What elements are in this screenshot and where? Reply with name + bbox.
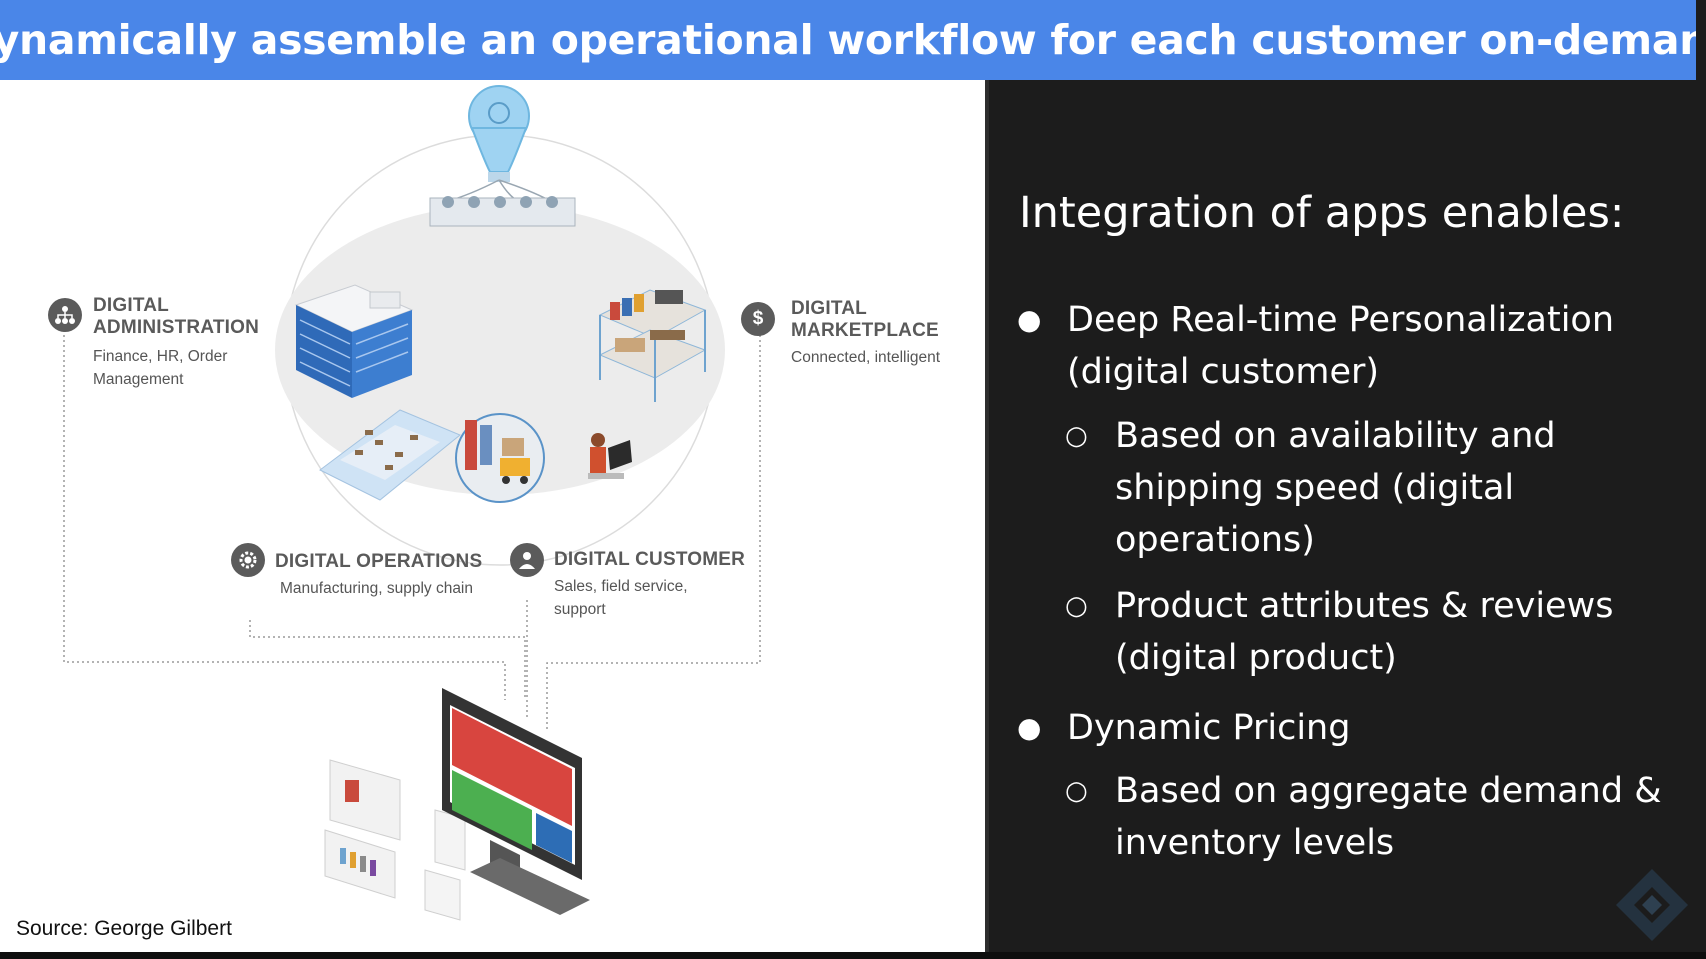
bullet-line: Based on aggregate demand &	[1115, 771, 1662, 811]
warehouse-shelves-icon	[598, 289, 707, 402]
person-icon	[510, 543, 544, 577]
bullet-line: Dynamic Pricing	[1067, 708, 1351, 748]
logistics-map-icon	[319, 409, 461, 501]
forklift-circle-icon	[455, 413, 545, 503]
bullet-marker: ●	[1017, 303, 1042, 336]
bullet-line: inventory levels	[1115, 823, 1395, 863]
slide-title: Dynamically assemble an operational work…	[0, 16, 1706, 64]
customer-sub-line1: Sales, field service,	[554, 578, 688, 595]
digital-operations-label: DIGITAL OPERATIONS Manufacturing, supply…	[275, 551, 482, 600]
digital-administration-label: DIGITAL ADMINISTRATION Finance, HR, Orde…	[93, 295, 259, 391]
operations-heading: DIGITAL OPERATIONS	[275, 551, 483, 572]
bullet-marker: ●	[1017, 711, 1042, 744]
bullet-personalization: ● Deep Real-time Personalization (digita…	[1017, 294, 1615, 398]
bullet-line: Product attributes & reviews	[1115, 586, 1614, 626]
diagram-panel: DIGITAL ADMINISTRATION Finance, HR, Orde…	[0, 80, 985, 952]
lightbulb-icon	[429, 85, 576, 227]
bullet-line: shipping speed (digital	[1115, 468, 1515, 508]
monitor-dashboard-icon	[324, 688, 590, 921]
gear-icon	[231, 543, 265, 577]
dollar-icon: $	[741, 302, 775, 336]
right-heading: Integration of apps enables:	[1019, 188, 1625, 238]
operations-sub-line1: Manufacturing, supply chain	[280, 580, 474, 597]
panel-divider	[985, 80, 989, 952]
title-bar: Dynamically assemble an operational work…	[0, 0, 1706, 80]
org-chart-icon	[48, 298, 82, 332]
bullet-line: operations)	[1115, 520, 1315, 560]
administration-sub-line1: Finance, HR, Order	[93, 348, 228, 365]
administration-heading-line1: DIGITAL	[93, 295, 169, 316]
administration-heading-line2: ADMINISTRATION	[93, 317, 260, 338]
bullet-product-attributes: ○ Product attributes & reviews (digital …	[1065, 580, 1614, 684]
right-panel: Integration of apps enables: ● Deep Real…	[989, 80, 1706, 952]
digital-marketplace-label: DIGITAL MARKETPLACE Connected, intellige…	[791, 298, 940, 369]
bottom-strip	[0, 952, 1706, 959]
workflow-diagram	[63, 85, 761, 921]
bullet-dynamic-pricing: ● Dynamic Pricing	[1017, 702, 1351, 754]
office-building-icon	[294, 284, 414, 398]
marketplace-heading-line2: MARKETPLACE	[791, 320, 939, 341]
corner-logo-icon	[1616, 869, 1688, 941]
bullet-line: Deep Real-time Personalization	[1067, 300, 1615, 340]
administration-sub-line2: Management	[93, 371, 184, 388]
bullet-aggregate-demand: ○ Based on aggregate demand & inventory …	[1065, 765, 1662, 869]
source-credit: Source: George Gilbert	[16, 917, 232, 940]
bullet-line: Based on availability and	[1115, 416, 1556, 456]
marketplace-sub-line1: Connected, intelligent	[791, 349, 941, 366]
bullet-line: (digital customer)	[1067, 352, 1380, 392]
sub-bullet-marker: ○	[1065, 421, 1088, 451]
sub-bullet-marker: ○	[1065, 776, 1088, 806]
customer-sub-line2: support	[554, 601, 606, 618]
title-bar-edge	[1696, 0, 1706, 80]
sub-bullet-marker: ○	[1065, 591, 1088, 621]
bullet-availability: ○ Based on availability and shipping spe…	[1065, 410, 1556, 566]
connector-lines	[63, 330, 761, 730]
bullet-line: (digital product)	[1115, 638, 1397, 678]
person-at-computer-icon	[588, 433, 632, 479]
customer-heading: DIGITAL CUSTOMER	[554, 549, 746, 570]
digital-customer-label: DIGITAL CUSTOMER Sales, field service, s…	[554, 549, 745, 621]
marketplace-heading-line1: DIGITAL	[791, 298, 867, 319]
